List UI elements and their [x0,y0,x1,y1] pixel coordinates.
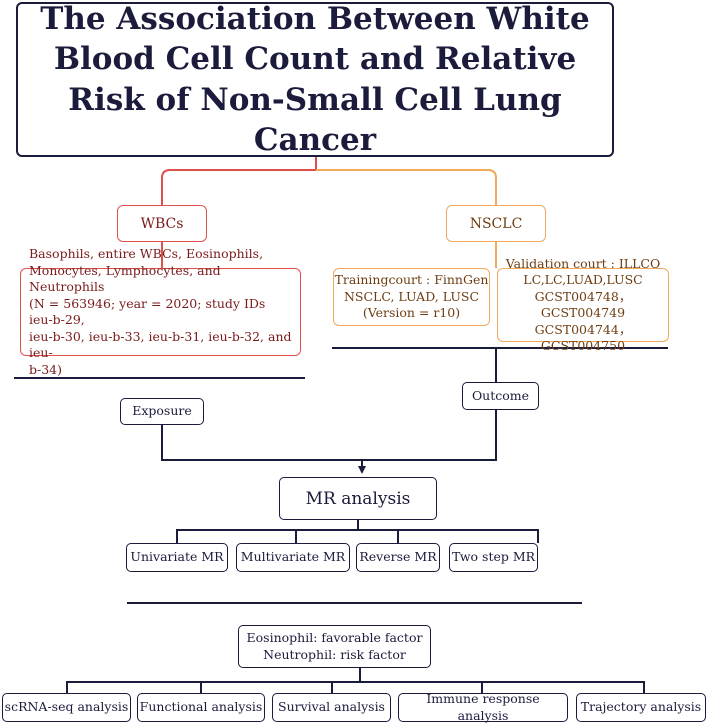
validation-line: Validation court : ILLCO [505,255,661,271]
method-two-step-mr: Two step MR [449,543,538,572]
training-court-box: Trainingcourt : FinnGen NSCLC, LUAD, LUS… [333,268,490,326]
training-line: (Version = r10) [362,305,461,321]
wbcs-detail-line: ieu-b-30, ieu-b-33, ieu-b-31, ieu-b-32, … [29,328,292,361]
analysis-trajectory: Trajectory analysis [576,693,706,722]
analysis-scrna-seq: scRNA-seq analysis [2,693,131,722]
nsclc-label: NSCLC [469,215,523,232]
wbcs-label: WBCs [140,215,184,232]
method-univariate-mr: Univariate MR [126,543,228,572]
downstream-bracket [66,681,645,693]
connector-title-wbcs [161,157,317,205]
finding-eosinophil: Eosinophil: favorable factor [246,630,423,645]
wbcs-detail-line: Monocytes, Lymphocytes, and Neutrophils [29,262,221,295]
method-label: Multivariate MR [240,549,346,565]
method-label: Reverse MR [359,549,437,565]
analysis-label: Trajectory analysis [580,699,702,715]
title-box: The Association Between White Blood Cell… [16,0,614,158]
validation-line: LC,LC,LUAD,LUSC [523,272,643,287]
wbcs-node: WBCs [117,205,207,242]
training-line: Trainingcourt : FinnGen [334,272,489,288]
finding-neutrophil: Neutrophil: risk factor [263,646,406,662]
outcome-node: Outcome [462,382,539,410]
analysis-functional: Functional analysis [137,693,265,722]
analysis-label: Functional analysis [139,699,263,715]
wbcs-detail-line: b-34) [29,361,63,377]
validation-line: GCST004744， GCST004750 [534,321,632,354]
methods-bracket [176,529,539,543]
training-line: NSCLC, LUAD, LUSC [343,288,480,304]
nsclc-node: NSCLC [446,205,546,242]
wbcs-detail-line: (N = 563946; year = 2020; study IDs ieu-… [29,295,266,328]
outcome-label: Outcome [471,387,530,403]
exposure-node: Exposure [120,398,204,425]
wbcs-detail-line: Basophils, entire WBCs, Eosinophils, [29,246,264,261]
diagram-title: The Association Between White Blood Cell… [40,0,590,158]
analysis-survival: Survival analysis [272,693,391,722]
findings-box: Eosinophil: favorable factor Neutrophil:… [238,625,431,668]
connector-outcome-merge [362,410,497,461]
analysis-label: Survival analysis [278,699,385,715]
analysis-label: scRNA-seq analysis [4,699,129,715]
validation-court-box: Validation court : ILLCO LC,LC,LUAD,LUSC… [497,256,669,353]
method-label: Two step MR [451,549,536,565]
method-reverse-mr: Reverse MR [356,543,440,572]
method-multivariate-mr: Multivariate MR [236,543,350,572]
validation-line: GCST004748， GCST004749 [534,288,632,321]
analysis-immune-response: Immune response analysis [398,691,568,723]
wbcs-detail-box: Basophils, entire WBCs, Eosinophils, Mon… [20,246,301,377]
analysis-label: Immune response analysis [426,691,540,723]
connector-title-nsclc [316,169,497,205]
exposure-label: Exposure [132,403,192,419]
mr-analysis-label: MR analysis [305,488,411,509]
connector-exposure-merge [161,425,362,461]
mr-analysis-node: MR analysis [279,477,437,520]
method-label: Univariate MR [130,549,224,565]
